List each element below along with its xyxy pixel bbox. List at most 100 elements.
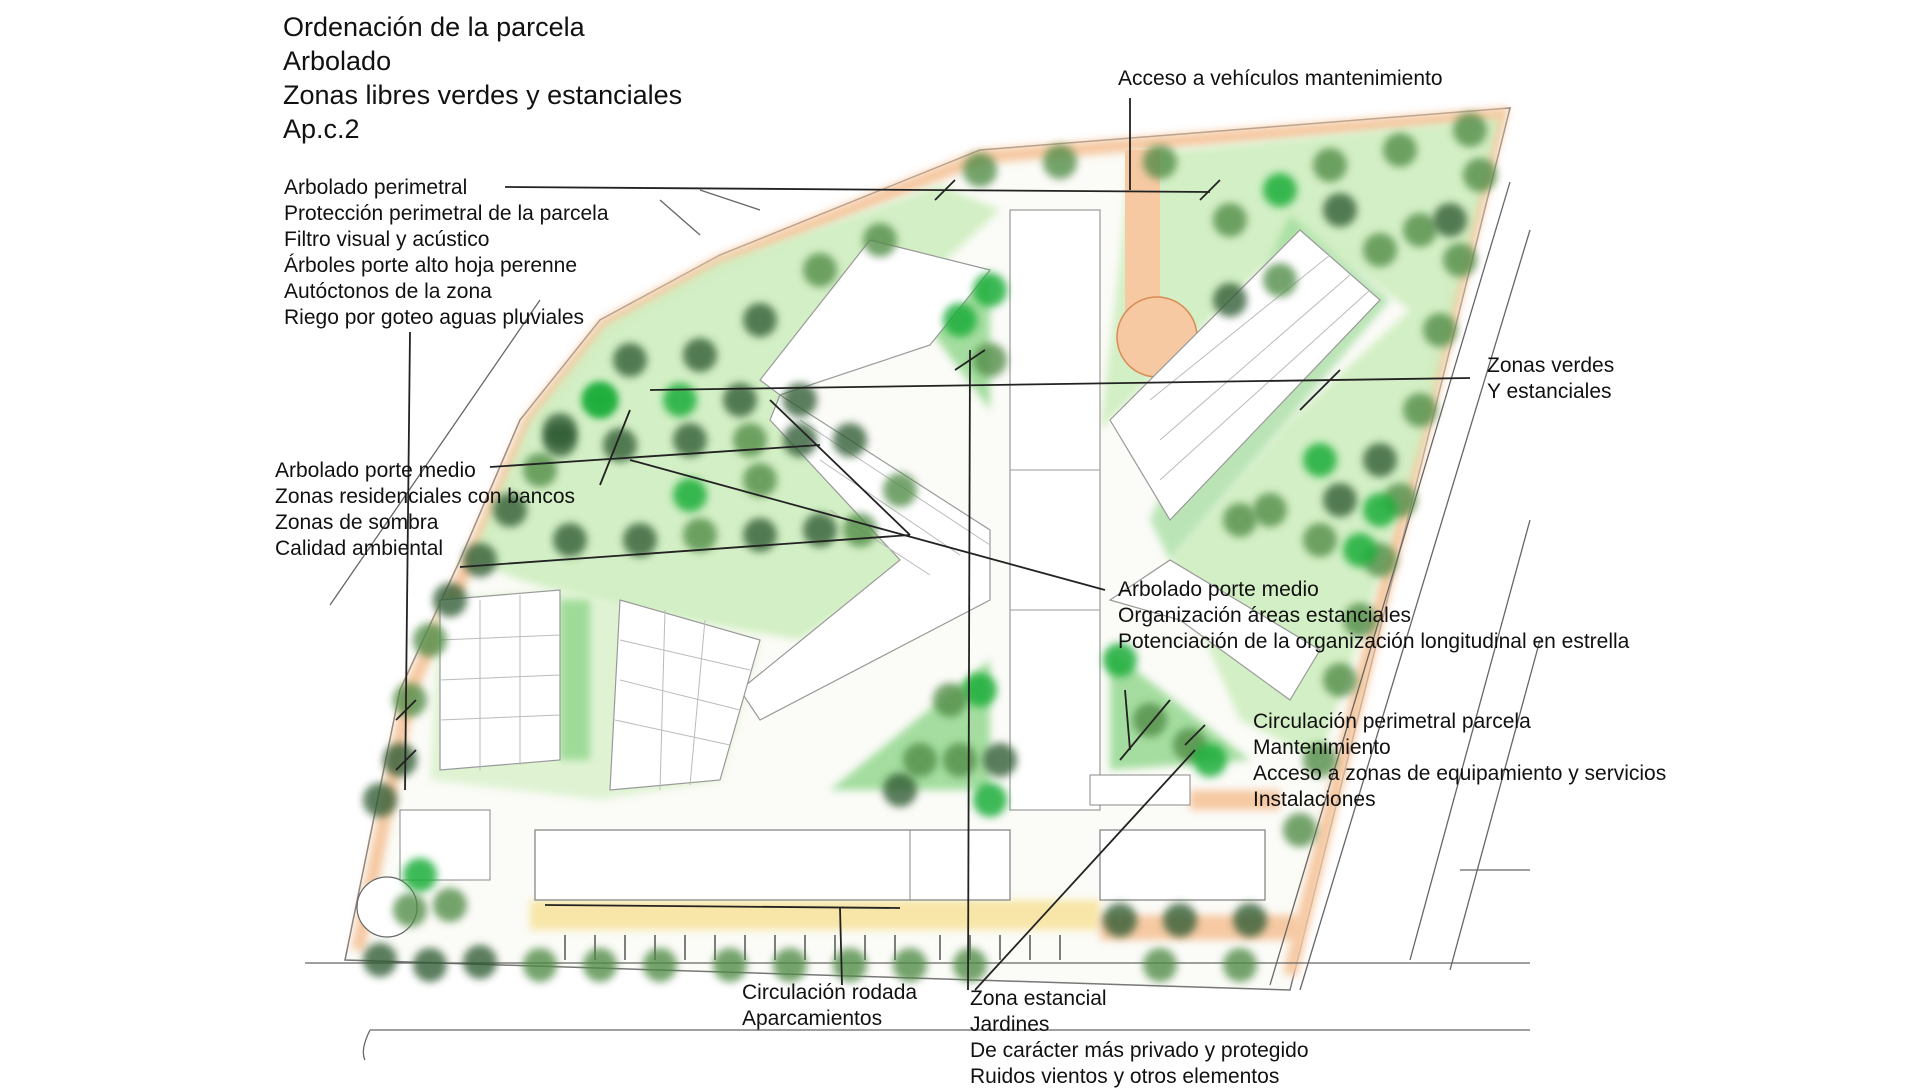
plan-title: Ordenación de la parcela Arbolado Zonas … [283,10,682,146]
tree [1363,493,1397,527]
label-line: Zonas de sombra [275,511,439,534]
label-acceso: Acceso a vehículos mantenimiento [1118,66,1443,92]
tree [383,743,417,777]
tree [413,948,447,982]
label-line: Autóctonos de la zona [284,280,492,303]
tree [1313,148,1347,182]
label-line: Protección perimetral de la parcela [284,202,609,225]
tree [523,948,557,982]
tree [673,423,707,457]
label-circulacion-rodada: Circulación rodada Aparcamientos [742,980,917,1032]
label-zona-estancial: Zona estancial Jardines De carácter más … [970,986,1309,1090]
tree [613,343,647,377]
tree [1193,743,1227,777]
label-line: Acceso a zonas de equipamiento y servici… [1253,762,1667,785]
tree [493,493,527,527]
tree [1363,233,1397,267]
label-line: Potenciación de la organización longitud… [1118,630,1630,653]
road-circulation-strip [530,900,1100,930]
tree [1133,703,1167,737]
label-line: Jardines [970,1013,1050,1036]
building-wings [439,229,1381,791]
tree [713,948,747,982]
tree [883,473,917,507]
perimeter-east-strip [1190,790,1280,810]
tree [623,523,657,557]
tree [393,893,427,927]
tree [783,423,817,457]
tree [683,338,717,372]
label-line: Organización áreas estanciales [1118,604,1411,627]
label-line: Árboles porte alto hoja perenne [284,254,578,277]
tree [743,303,777,337]
tree [723,383,757,417]
tree [803,253,837,287]
label-line: Y estanciales [1487,380,1612,403]
tree [663,383,697,417]
tree [683,518,717,552]
label-line: Arbolado perimetral [284,176,468,199]
tree [803,513,837,547]
service-building [534,829,1011,901]
tree [1463,158,1497,192]
tree [1283,813,1317,847]
tree [433,888,467,922]
tree [783,383,817,417]
label-arbolado-porte-medio-center: Arbolado porte medio Organización áreas … [1118,577,1629,655]
label-line: Zonas verdes [1487,354,1615,377]
tree [1253,493,1287,527]
green-triangle-south-east [1110,650,1250,770]
tree [743,463,777,497]
small-building [1089,774,1191,806]
tree [773,948,807,982]
tree [953,948,987,982]
tree [943,303,977,337]
label-line: Aparcamientos [742,1007,883,1030]
label-line: Arbolado porte medio [275,459,476,482]
tree [963,673,997,707]
tree [1043,145,1077,179]
label-arbolado-perimetral: Arbolado perimetral Protección perimetra… [284,175,609,331]
tree [1343,533,1377,567]
tree [733,423,767,457]
label-line: Riego por goteo aguas pluviales [284,306,585,329]
tree [973,343,1007,377]
label-line: Circulación perimetral parcela [1253,710,1531,733]
tree [1453,113,1487,147]
service-building-east [1099,829,1266,901]
tree [643,948,677,982]
label-line: Mantenimiento [1253,736,1391,759]
tree [1143,145,1177,179]
tree [883,773,917,807]
tree [833,948,867,982]
label-zonas-verdes: Zonas verdes Y estanciales [1487,353,1614,405]
label-line: Zonas residenciales con bancos [275,485,576,508]
tree [983,743,1017,777]
building-grid-lines [439,254,1371,791]
green-triangle-north [930,270,990,410]
tree [863,223,897,257]
tree [553,523,587,557]
tree [1303,523,1337,557]
tree [1433,203,1467,237]
maintenance-access-road [1125,150,1160,340]
label-line: Calidad ambiental [275,537,444,560]
tree [363,943,397,977]
label-line: Arbolado porte medio [1118,578,1319,601]
tree [833,423,867,457]
tree [583,948,617,982]
tree [363,783,397,817]
tree [1363,443,1397,477]
tree [933,683,967,717]
label-line: Acceso a vehículos mantenimiento [1118,67,1443,90]
title-line-2: Arbolado [283,46,392,76]
tree [393,683,427,717]
label-line: Instalaciones [1253,788,1376,811]
tree [1323,483,1357,517]
label-line: Zona estancial [970,987,1107,1010]
tree [973,273,1007,307]
tree [1263,173,1297,207]
label-line: Ruidos vientos y otros elementos [970,1065,1280,1088]
